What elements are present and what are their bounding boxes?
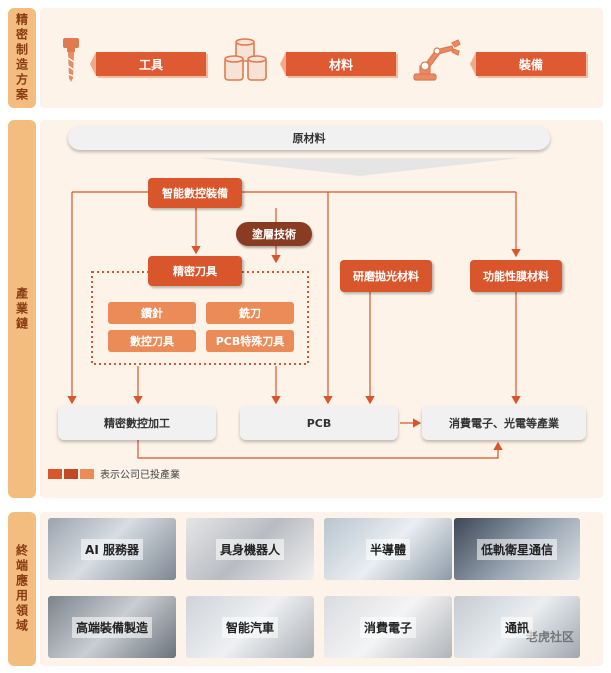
app-tile-consumer-electronics: 消費電子: [324, 596, 452, 658]
solution-tools-ribbon: 工具: [90, 52, 206, 76]
tool-pcb-special: PCB特殊刀具: [206, 330, 294, 352]
app-tile-leo-satellite: 低軌衛星通信: [454, 518, 580, 580]
drill-bit-icon: [60, 36, 82, 88]
legend-swatch-3: [80, 468, 94, 479]
coating-technology-pill: 塗層技術: [236, 222, 312, 246]
legend-text: 表示公司已投產業: [100, 470, 180, 481]
grinding-material-box: 研磨拋光材料: [340, 260, 432, 292]
solution-materials-ribbon: 材料: [280, 52, 396, 76]
material-rolls-icon: [222, 38, 272, 88]
tool-milling-cutter: 銑刀: [206, 302, 294, 324]
section-label-industry-chain: 產業鏈: [8, 120, 36, 498]
app-tile-ai-server: AI 服務器: [48, 518, 176, 580]
consumer-electronics-box: 消費電子、光電等產業: [422, 406, 586, 440]
solution-equipment-ribbon: 裝備: [470, 52, 586, 76]
section-label-solutions: 精密制造方案: [8, 8, 36, 108]
equipment-box: 智能數控裝備: [148, 178, 242, 208]
legend: 表示公司已投產業: [48, 466, 180, 481]
robot-arm-icon: [410, 38, 464, 86]
functional-film-box: 功能性膜材料: [470, 260, 562, 292]
precision-machining-box: 精密數控加工: [58, 406, 216, 440]
app-tile-semiconductor: 半導體: [324, 518, 452, 580]
legend-swatch-2: [64, 468, 78, 479]
precision-tools-box: 精密刀具: [148, 256, 242, 286]
raw-material-box: 原材料: [68, 126, 550, 150]
app-tile-high-end-equipment: 高端裝備製造: [48, 596, 176, 658]
tool-cnc-cutter: 數控刀具: [108, 330, 196, 352]
section-label-applications: 終端應用領域: [8, 512, 36, 666]
pcb-box: PCB: [240, 406, 398, 440]
app-tile-embodied-robot: 具身機器人: [186, 518, 314, 580]
app-tile-smart-car: 智能汽車: [186, 596, 314, 658]
legend-swatch-1: [48, 468, 62, 479]
app-tile-communications: 通訊: [454, 596, 580, 658]
tool-drill-needle: 鑽針: [108, 302, 196, 324]
watermark: 老虎社区: [526, 630, 575, 644]
